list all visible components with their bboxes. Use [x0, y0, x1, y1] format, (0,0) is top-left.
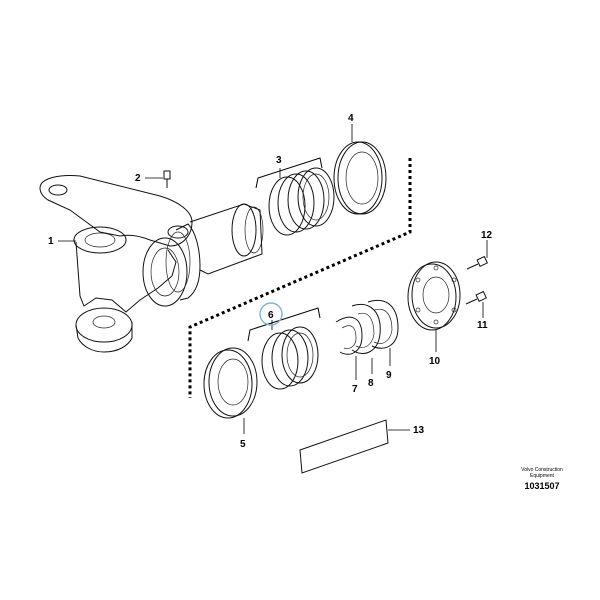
callouts: 1 2 3 4 5 6 7 8 9 10 11 12 13	[48, 113, 493, 450]
callout-9[interactable]: 9	[386, 370, 392, 381]
callout-8[interactable]: 8	[368, 378, 374, 389]
part-4-bearing-race[interactable]	[333, 141, 387, 215]
part-13-plate[interactable]	[299, 419, 389, 474]
callout-7[interactable]: 7	[352, 384, 358, 395]
drawing-reference-number: 1031507	[524, 481, 560, 491]
part-12-bolt[interactable]	[466, 255, 488, 270]
publisher-credit: Volvo Construction Equipment 1031507	[512, 467, 572, 491]
callout-2[interactable]: 2	[135, 173, 141, 184]
part-6-seal-rings[interactable]	[261, 326, 319, 390]
part-8-shim[interactable]	[351, 304, 381, 354]
part-10-cover-plate[interactable]	[407, 261, 461, 331]
callout-13[interactable]: 13	[413, 425, 425, 436]
part-11-bolt[interactable]	[465, 290, 487, 305]
leader-lines	[58, 124, 488, 434]
callout-10[interactable]: 10	[429, 356, 441, 367]
credit-line-2: Equipment	[530, 473, 554, 479]
part-3-seal-rings[interactable]	[268, 167, 335, 236]
callout-5[interactable]: 5	[240, 439, 246, 450]
part-1-axle-housing[interactable]	[39, 175, 201, 353]
axle-spindle	[189, 203, 264, 275]
part-2-bolt[interactable]	[163, 170, 171, 188]
credit-line-1: Volvo Construction	[521, 467, 563, 473]
highlight-circle	[259, 302, 283, 326]
callout-6[interactable]: 6	[268, 310, 274, 321]
callout-4[interactable]: 4	[348, 113, 354, 124]
callout-3[interactable]: 3	[276, 155, 282, 166]
callout-12[interactable]: 12	[481, 230, 493, 241]
part-7-shim[interactable]	[335, 316, 363, 355]
part-5-bearing-race[interactable]	[203, 347, 258, 419]
callout-1[interactable]: 1	[48, 236, 54, 247]
callout-11[interactable]: 11	[477, 320, 488, 331]
part-9-shim[interactable]	[367, 300, 399, 349]
dashed-frame	[188, 158, 412, 398]
